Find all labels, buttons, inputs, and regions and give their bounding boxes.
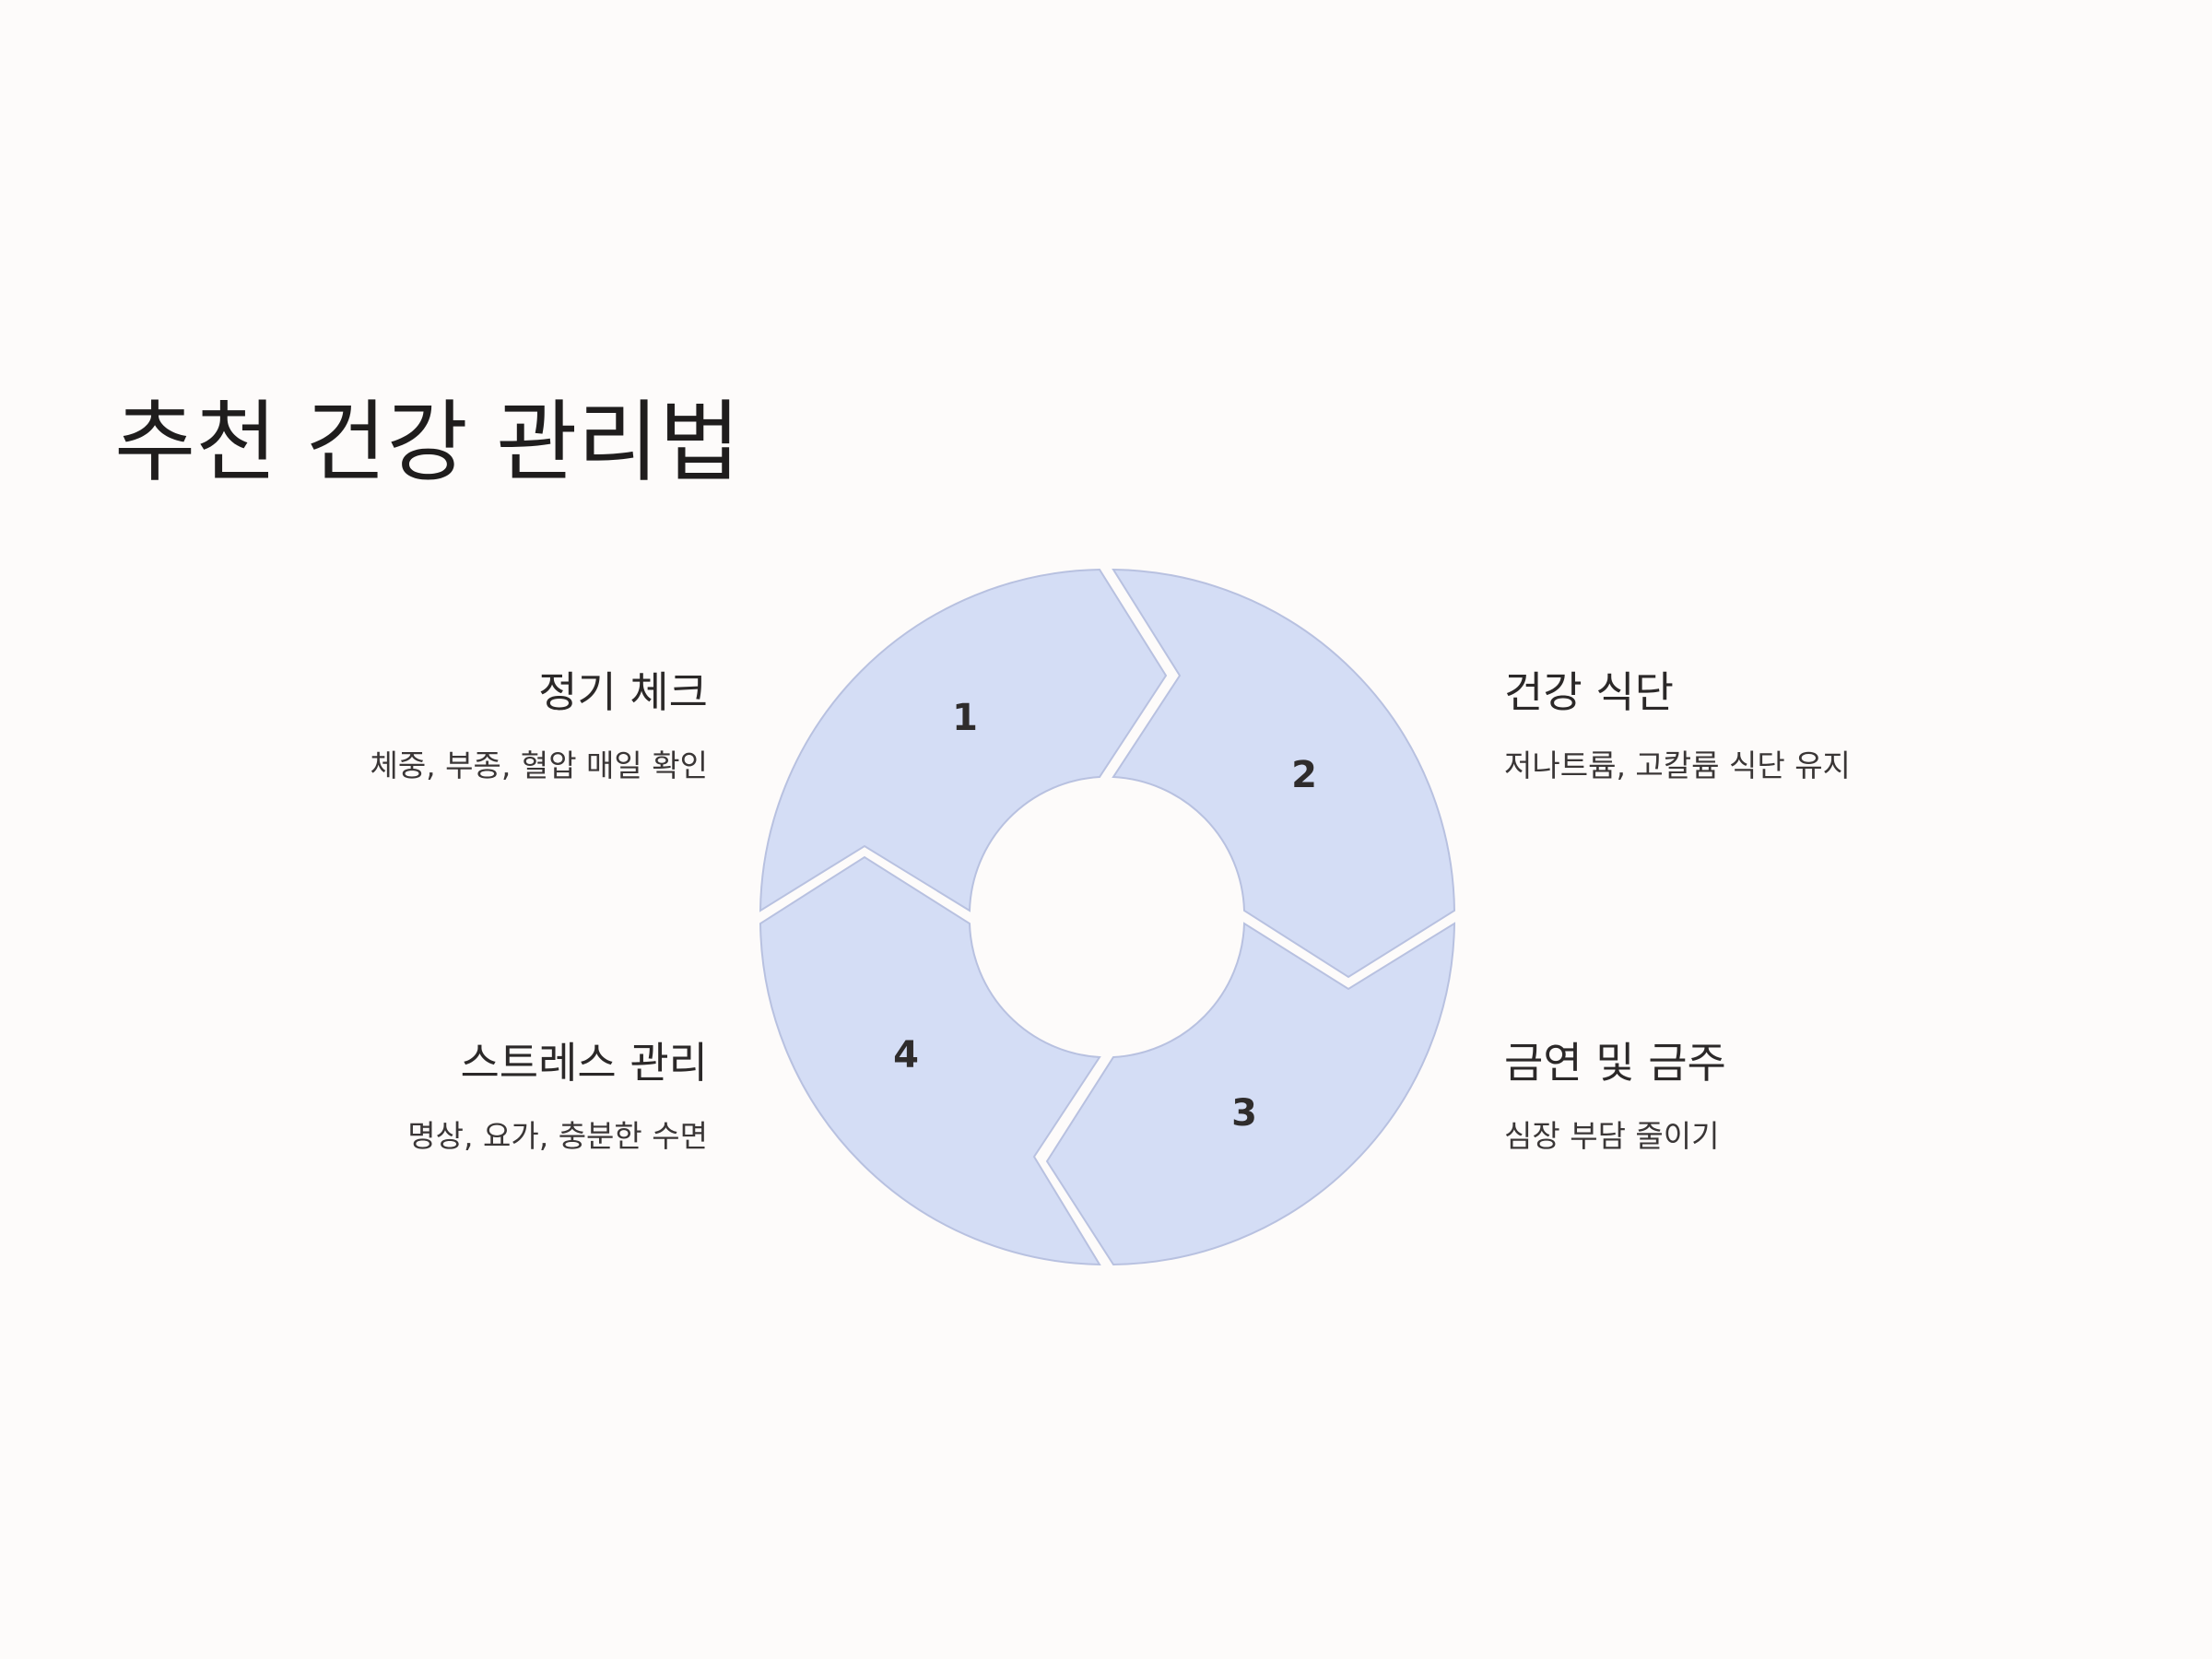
step-3-description: 심장 부담 줄이기 [1504, 1118, 1720, 1155]
cycle-segment-4 [759, 855, 1101, 1266]
step-3-label: 금연 및 금주 심장 부담 줄이기 [1504, 1038, 2094, 1155]
step-2-title: 건강 식단 [1504, 667, 1674, 717]
step-1-description: 체중, 부종, 혈압 매일 확인 [370, 747, 708, 784]
step-1-label: 정기 체크 체중, 부종, 혈압 매일 확인 [118, 667, 708, 784]
cycle-segment-3-number: 3 [1231, 1092, 1257, 1135]
cycle-segment-4-number: 4 [893, 1034, 919, 1077]
cycle-segment-1-number: 1 [952, 697, 978, 739]
page-title: 추천 건강 관리법 [114, 391, 741, 494]
cycle-segment-2 [1112, 568, 1456, 979]
step-2-description: 저나트륨, 고칼륨 식단 유지 [1504, 747, 1851, 784]
step-4-label: 스트레스 관리 명상, 요가, 충분한 수면 [118, 1038, 708, 1155]
step-4-description: 명상, 요가, 충분한 수면 [407, 1118, 708, 1155]
cycle-segment-3 [1045, 922, 1456, 1266]
step-1-title: 정기 체크 [538, 667, 708, 717]
cycle-segment-1 [759, 568, 1168, 912]
step-2-label: 건강 식단 저나트륨, 고칼륨 식단 유지 [1504, 667, 2094, 784]
step-4-title: 스트레스 관리 [460, 1038, 708, 1088]
step-3-title: 금연 및 금주 [1504, 1038, 1726, 1088]
cycle-segment-2-number: 2 [1291, 754, 1317, 796]
